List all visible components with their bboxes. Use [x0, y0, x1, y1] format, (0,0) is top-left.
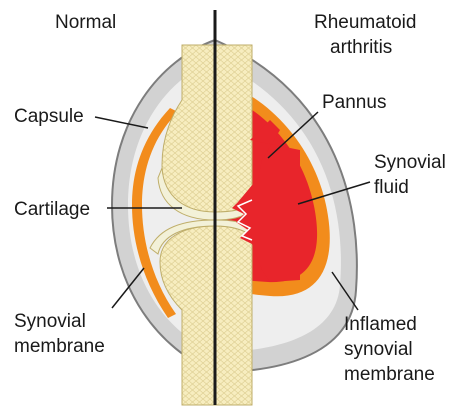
label-inflamed-l2: synovial: [344, 339, 413, 360]
label-capsule: Capsule: [14, 106, 84, 127]
label-synovial-membrane-l2: membrane: [14, 336, 105, 357]
label-synovial-fluid-l1: Synovial: [374, 152, 446, 173]
label-inflamed-l1: Inflamed: [344, 314, 417, 335]
label-inflamed-l3: membrane: [344, 364, 435, 385]
heading-normal: Normal: [55, 12, 116, 33]
label-synovial-fluid-l2: fluid: [374, 177, 409, 198]
label-synovial-membrane-l1: Synovial: [14, 311, 86, 332]
heading-ra-line1: Rheumatoid: [314, 12, 416, 33]
label-pannus: Pannus: [322, 92, 386, 113]
label-cartilage: Cartilage: [14, 199, 90, 220]
heading-ra-line2: arthritis: [330, 37, 392, 58]
